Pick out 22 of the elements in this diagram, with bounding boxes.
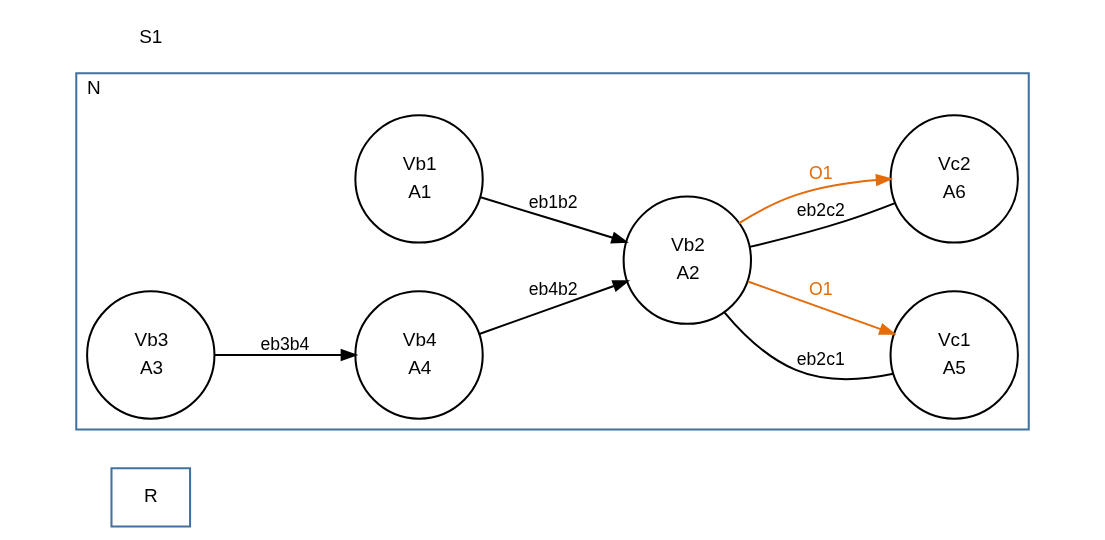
arrow [747, 280, 897, 335]
edge-label: O1 [809, 163, 833, 184]
node-circle: Vb2 A2 [622, 195, 752, 325]
connector [749, 202, 896, 248]
edge-label: eb3b4 [260, 334, 310, 355]
node-circle: Vb3 A3 [86, 290, 216, 420]
edge-label: eb4b2 [528, 278, 578, 299]
node-circle: Vc2 A6 [889, 114, 1019, 244]
arrow [738, 173, 894, 225]
arrow [215, 348, 359, 362]
edge-label: eb2c1 [796, 349, 845, 370]
edge-label: O1 [809, 278, 833, 299]
edge-label: eb2c2 [796, 200, 845, 221]
node-box: R [110, 467, 192, 528]
connector [723, 311, 894, 381]
node-circle: Vc1 A5 [889, 290, 1019, 420]
label: S1 [139, 25, 163, 47]
arrow [479, 280, 631, 335]
edge-label: eb1b2 [528, 191, 578, 212]
arrow [480, 196, 629, 244]
node-circle: Vb1 A1 [354, 114, 484, 244]
node-circle: Vb4 A4 [354, 290, 484, 420]
